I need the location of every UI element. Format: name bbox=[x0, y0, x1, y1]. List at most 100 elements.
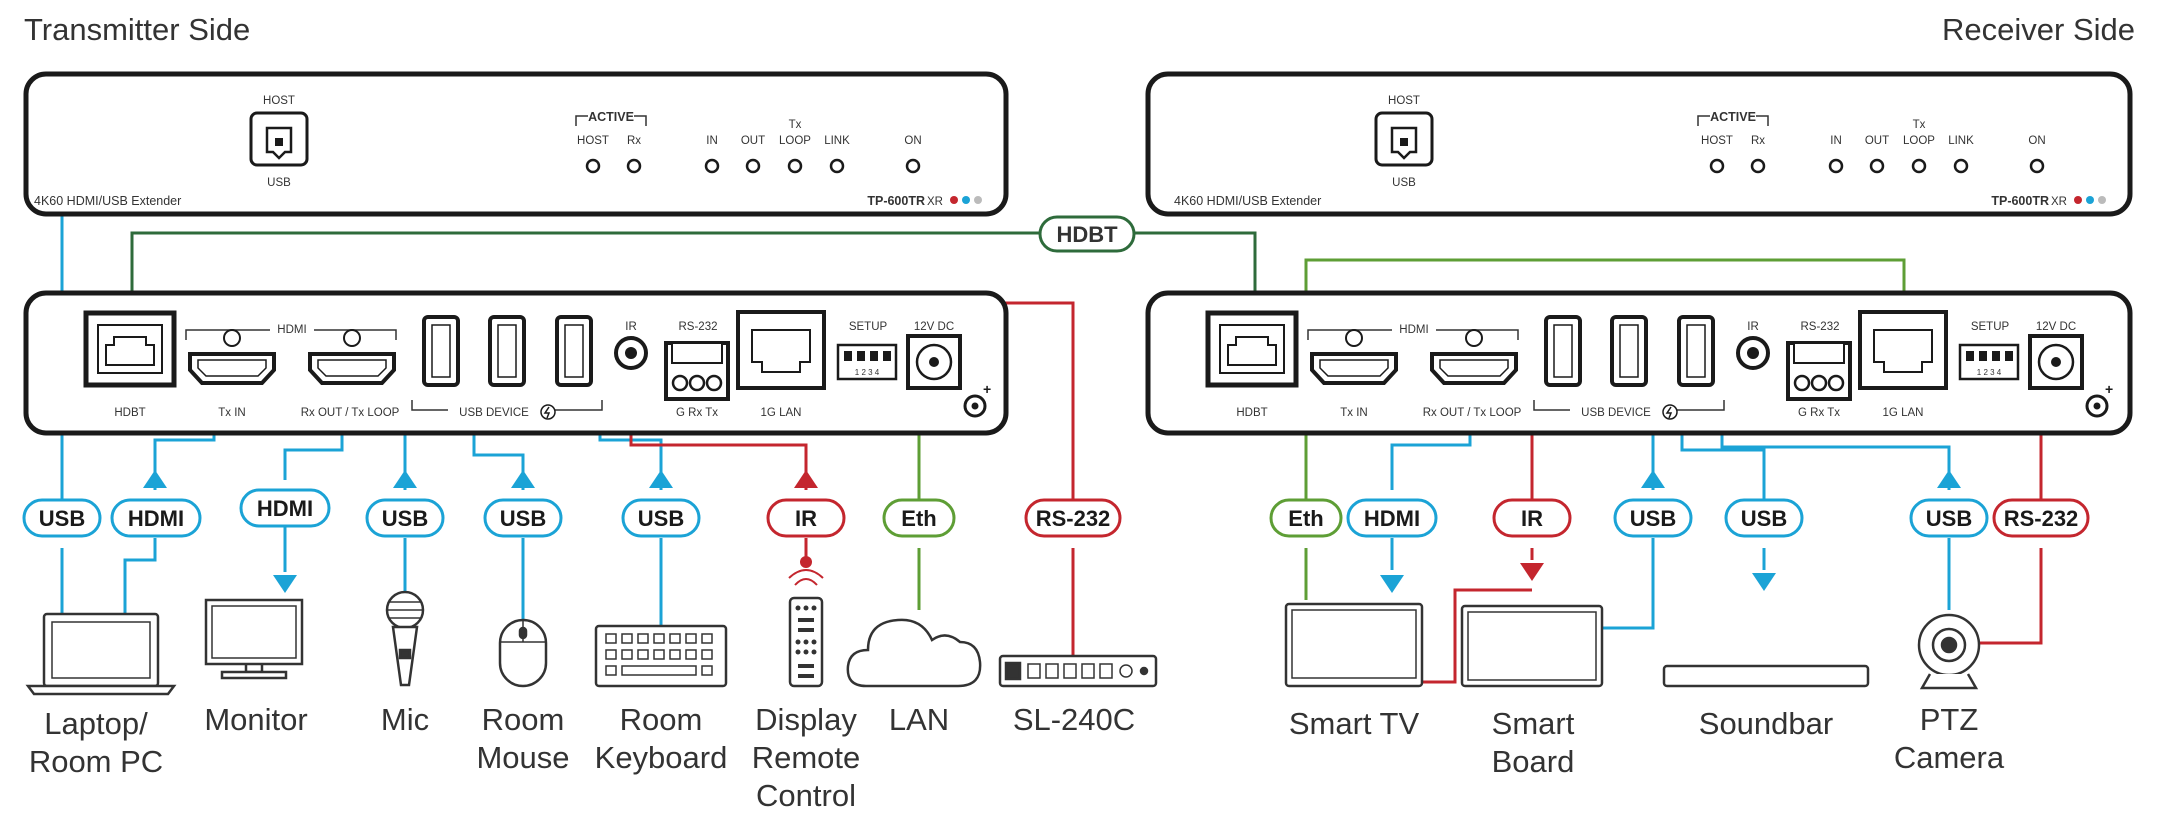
arrow-up-board-usb bbox=[1641, 470, 1665, 488]
svg-text:USB: USB bbox=[382, 506, 428, 531]
arrow-up-mouse bbox=[511, 470, 535, 488]
led-link bbox=[1953, 158, 1969, 174]
svg-text:HDBT: HDBT bbox=[1056, 222, 1118, 247]
pill-eth-tv: Eth bbox=[1269, 498, 1343, 538]
lan-label: LAN bbox=[889, 702, 949, 737]
hdbt-cable bbox=[130, 231, 1257, 318]
arrow-down-board bbox=[1520, 563, 1544, 581]
usb-device-port-3 bbox=[555, 315, 593, 387]
led-tx-loop bbox=[787, 158, 803, 174]
usb-device-port-3 bbox=[1677, 315, 1715, 387]
svg-text:XR: XR bbox=[2051, 196, 2067, 208]
tx-pills: USB HDMI HDMI USB USB USB IR Eth RS-232 bbox=[22, 488, 1122, 538]
led-in bbox=[1828, 158, 1844, 174]
svg-text:HOST: HOST bbox=[1701, 135, 1733, 147]
led-on bbox=[2029, 158, 2045, 174]
remote-control-icon bbox=[788, 556, 824, 688]
svg-text:OUT: OUT bbox=[1865, 135, 1889, 147]
pill-eth-lan: Eth bbox=[882, 498, 956, 538]
keyboard-label: Room bbox=[620, 702, 703, 737]
svg-text:ON: ON bbox=[904, 135, 921, 147]
camera-label: Camera bbox=[1894, 740, 2005, 775]
svg-text:Tx: Tx bbox=[1913, 119, 1926, 131]
led-active-host bbox=[585, 158, 601, 174]
svg-text:HDBT: HDBT bbox=[114, 407, 145, 419]
svg-text:OUT: OUT bbox=[741, 135, 765, 147]
svg-text:IN: IN bbox=[706, 135, 718, 147]
smart-board-label: Board bbox=[1492, 744, 1575, 779]
usb-device-port-1 bbox=[422, 315, 460, 387]
arrow-down-tv bbox=[1380, 575, 1404, 593]
rx-pills: Eth HDMI IR USB USB USB RS-232 bbox=[1269, 498, 2090, 538]
monitor-label: Monitor bbox=[204, 702, 307, 737]
svg-text:IR: IR bbox=[625, 321, 637, 333]
svg-text:HDMI: HDMI bbox=[128, 506, 184, 531]
tx-front-panel: HOST USB 4K60 HDMI/USB Extender ACTIVE H… bbox=[23, 71, 1009, 217]
smart-tv-label: Smart TV bbox=[1289, 706, 1420, 741]
svg-text:HDMI: HDMI bbox=[1399, 324, 1428, 336]
svg-text:USB: USB bbox=[500, 506, 546, 531]
remote-label: Remote bbox=[752, 740, 861, 775]
mic-icon bbox=[385, 590, 425, 687]
svg-text:RS-232: RS-232 bbox=[2004, 506, 2079, 531]
keyboard-label: Keyboard bbox=[595, 740, 728, 775]
svg-text:USB: USB bbox=[39, 506, 85, 531]
svg-text:1G LAN: 1G LAN bbox=[1883, 407, 1924, 419]
svg-text:LINK: LINK bbox=[1948, 135, 1974, 147]
led-on bbox=[905, 158, 921, 174]
mouse-label: Room bbox=[482, 702, 565, 737]
svg-text:HOST: HOST bbox=[577, 135, 609, 147]
svg-text:G Rx Tx: G Rx Tx bbox=[1798, 407, 1840, 419]
mouse-label: Mouse bbox=[476, 740, 569, 775]
svg-text:1 2 3 4: 1 2 3 4 bbox=[1977, 368, 2002, 377]
svg-text:Eth: Eth bbox=[1288, 506, 1323, 531]
pill-usb-soundbar: USB bbox=[1724, 498, 1804, 538]
led-out bbox=[745, 158, 761, 174]
remote-label: Display bbox=[755, 702, 857, 737]
svg-text:G Rx Tx: G Rx Tx bbox=[676, 407, 718, 419]
svg-text:USB: USB bbox=[1741, 506, 1787, 531]
led-active-rx bbox=[626, 158, 642, 174]
svg-text:HOST: HOST bbox=[1388, 95, 1420, 107]
svg-text:ACTIVE: ACTIVE bbox=[1710, 110, 1756, 124]
pill-hdmi-laptop: HDMI bbox=[110, 498, 202, 538]
cloud-icon bbox=[846, 618, 982, 688]
setup-dip-switch bbox=[1958, 343, 2020, 381]
lan-port bbox=[1858, 310, 1948, 390]
pill-rs232-camera: RS-232 bbox=[1992, 498, 2090, 538]
arrow-up-mic bbox=[393, 470, 417, 488]
svg-text:TP-600TR: TP-600TR bbox=[867, 194, 925, 208]
hdbt-link-pill: HDBT bbox=[1038, 215, 1136, 253]
keyboard-icon bbox=[594, 624, 728, 688]
svg-text:RS-232: RS-232 bbox=[679, 321, 718, 333]
svg-text:HDMI: HDMI bbox=[257, 496, 313, 521]
hdmi-out-port bbox=[308, 352, 396, 385]
pill-usb-laptop: USB bbox=[22, 498, 102, 538]
svg-text:Rx: Rx bbox=[627, 135, 641, 147]
svg-text:IN: IN bbox=[1830, 135, 1842, 147]
pill-hdmi-monitor: HDMI bbox=[239, 488, 331, 528]
monitor-icon bbox=[204, 598, 304, 680]
ptz-camera-icon bbox=[1917, 613, 1981, 690]
svg-text:LINK: LINK bbox=[824, 135, 850, 147]
svg-text:TP-600TR: TP-600TR bbox=[1991, 194, 2049, 208]
led-active-host bbox=[1709, 158, 1725, 174]
arrow-up-keyboard bbox=[649, 470, 673, 488]
hdmi-out-port bbox=[1430, 352, 1518, 385]
soundbar-label: Soundbar bbox=[1699, 706, 1833, 741]
lan-port bbox=[736, 310, 826, 390]
smart-tv-icon bbox=[1284, 602, 1424, 688]
led-link bbox=[829, 158, 845, 174]
svg-text:IR: IR bbox=[1521, 506, 1543, 531]
svg-text:RS-232: RS-232 bbox=[1036, 506, 1111, 531]
pill-usb-camera: USB bbox=[1909, 498, 1989, 538]
smart-board-icon bbox=[1460, 604, 1604, 688]
arrow-down-soundbar bbox=[1752, 573, 1776, 591]
svg-text:HDMI: HDMI bbox=[1364, 506, 1420, 531]
remote-label: Control bbox=[756, 778, 856, 813]
pill-ir-remote: IR bbox=[766, 498, 846, 538]
laptop-icon bbox=[25, 612, 177, 696]
rx-rear-panel: HDBT HDMI Tx IN Rx OUT / Tx LOOP USB DEV… bbox=[1145, 290, 2133, 436]
usb-device-port-2 bbox=[488, 315, 526, 387]
tx-rear-panel: HDBT HDMI Tx IN Rx OUT / Tx LOOP USB DEV… bbox=[23, 290, 1009, 436]
